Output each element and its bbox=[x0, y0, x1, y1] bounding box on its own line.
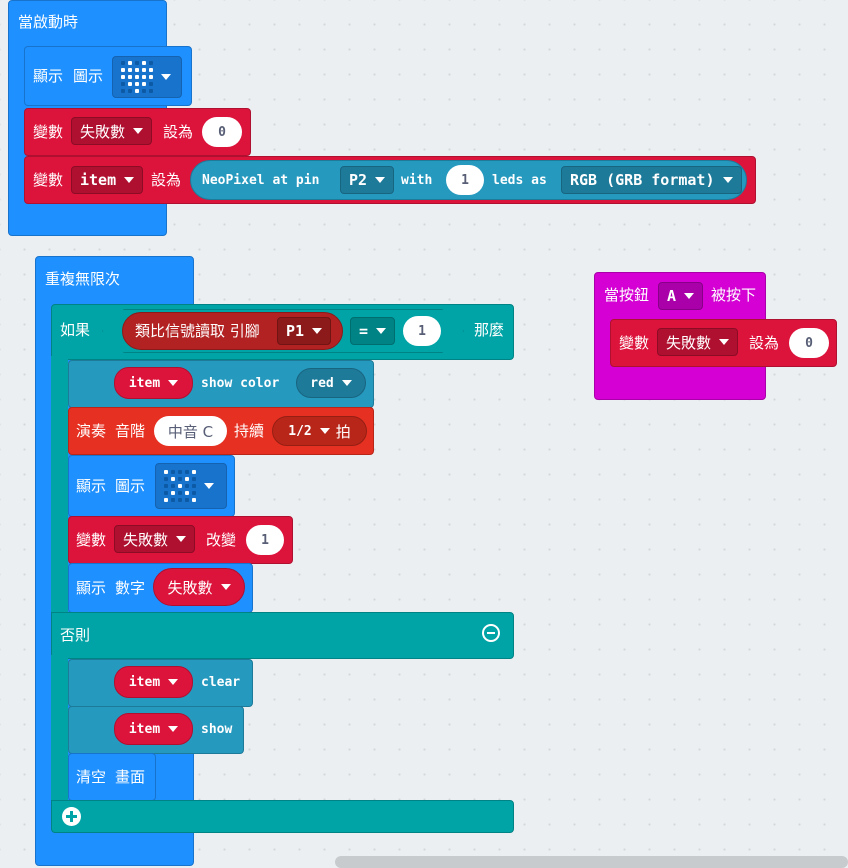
pin-dropdown[interactable]: P1 bbox=[277, 317, 332, 345]
item-variable[interactable]: item bbox=[114, 666, 193, 698]
chevron-down-icon bbox=[168, 726, 179, 732]
clear-screen-block[interactable] bbox=[68, 753, 156, 801]
show-label: 顯示 bbox=[76, 477, 107, 495]
button-dropdown[interactable]: A bbox=[658, 282, 704, 310]
add-else-icon[interactable] bbox=[62, 807, 81, 826]
variable-name: item bbox=[128, 721, 161, 737]
note-input[interactable]: 中音 C bbox=[154, 416, 227, 446]
neopixel-label: NeoPixel at pin bbox=[202, 173, 320, 188]
chevron-down-icon bbox=[375, 177, 386, 183]
then-label: 那麼 bbox=[474, 321, 505, 339]
icon-label: 圖示 bbox=[115, 477, 146, 495]
screen-label: 畫面 bbox=[115, 768, 146, 786]
variable-name: 失敗數 bbox=[167, 578, 213, 597]
beat-dropdown[interactable]: 1/2 拍 bbox=[272, 416, 367, 446]
chevron-down-icon bbox=[376, 328, 387, 334]
chevron-down-icon bbox=[133, 128, 144, 134]
variable-name: 失敗數 bbox=[80, 122, 126, 141]
horizontal-scrollbar[interactable] bbox=[335, 856, 848, 868]
set-label: 設為 bbox=[749, 334, 780, 352]
note-label: 音階 bbox=[115, 422, 146, 440]
variable-dropdown[interactable]: 失敗數 bbox=[71, 117, 153, 145]
item-variable[interactable]: item bbox=[114, 713, 193, 745]
show-color-label: show color bbox=[201, 376, 280, 391]
variable-label: 變數 bbox=[33, 171, 64, 189]
on-start-label: 當啟動時 bbox=[18, 13, 79, 31]
clear-label: 清空 bbox=[76, 768, 107, 786]
play-label: 演奏 bbox=[76, 422, 107, 440]
else-block bbox=[51, 612, 514, 659]
variable-name: item bbox=[128, 674, 161, 690]
chevron-down-icon bbox=[684, 293, 695, 299]
number-label: 數字 bbox=[115, 579, 146, 597]
variable-dropdown[interactable]: 失敗數 bbox=[657, 328, 739, 356]
led-count-input[interactable]: 1 bbox=[446, 165, 484, 195]
change-label: 改變 bbox=[206, 531, 237, 549]
set-label: 設為 bbox=[151, 171, 182, 189]
if-label: 如果 bbox=[60, 321, 91, 339]
forever-label: 重複無限次 bbox=[45, 270, 121, 288]
variable-dropdown[interactable]: 失敗數 bbox=[114, 525, 196, 553]
show-label: 顯示 bbox=[76, 579, 107, 597]
pin-value: P1 bbox=[286, 322, 305, 340]
chevron-down-icon bbox=[168, 380, 179, 386]
variable-name: item bbox=[80, 171, 117, 189]
variable-reporter[interactable]: 失敗數 bbox=[153, 568, 245, 606]
chevron-down-icon bbox=[168, 679, 179, 685]
chevron-down-icon bbox=[176, 536, 187, 542]
operator-dropdown[interactable]: = bbox=[350, 317, 396, 345]
pin-dropdown[interactable]: P2 bbox=[340, 166, 395, 194]
item-dropdown[interactable]: item bbox=[71, 166, 144, 194]
with-label: with bbox=[401, 173, 433, 188]
variable-label: 變數 bbox=[619, 334, 650, 352]
color-value: red bbox=[310, 375, 334, 391]
if-footer bbox=[51, 800, 514, 833]
beat-unit-label: 拍 bbox=[335, 422, 351, 441]
chevron-down-icon bbox=[719, 339, 730, 345]
chevron-down-icon bbox=[319, 428, 330, 434]
format-value: RGB (GRB format) bbox=[570, 171, 715, 189]
color-dropdown[interactable]: red bbox=[296, 368, 366, 398]
icon-dropdown[interactable] bbox=[155, 463, 227, 509]
variable-label: 變數 bbox=[33, 123, 64, 141]
pin-value: P2 bbox=[349, 171, 368, 189]
variable-name: 失敗數 bbox=[123, 530, 169, 549]
chevron-down-icon bbox=[341, 380, 352, 386]
show-label: 顯示 bbox=[33, 67, 64, 85]
heart-icon bbox=[121, 61, 153, 93]
icon-label: 圖示 bbox=[73, 67, 104, 85]
value-input[interactable]: 0 bbox=[789, 328, 829, 358]
set-label: 設為 bbox=[163, 123, 194, 141]
duration-label: 持續 bbox=[234, 422, 265, 440]
chevron-down-icon bbox=[161, 74, 171, 80]
icon-dropdown[interactable] bbox=[112, 56, 182, 98]
variable-name: item bbox=[128, 375, 161, 391]
leds-as-label: leds as bbox=[492, 173, 547, 188]
variable-name: 失敗數 bbox=[666, 333, 712, 352]
analog-read-label: 類比信號讀取 引腳 bbox=[135, 322, 260, 340]
pressed-label: 被按下 bbox=[711, 286, 757, 304]
chevron-down-icon bbox=[220, 584, 231, 590]
remove-else-icon[interactable] bbox=[482, 624, 500, 642]
compare-value-input[interactable]: 1 bbox=[403, 316, 441, 346]
chevron-down-icon bbox=[204, 483, 214, 489]
change-value-input[interactable]: 1 bbox=[246, 525, 284, 555]
note-value: 中音 C bbox=[167, 422, 214, 441]
button-value: A bbox=[667, 287, 677, 305]
on-button-label: 當按鈕 bbox=[604, 286, 650, 304]
value-input[interactable]: 0 bbox=[202, 117, 242, 147]
chevron-down-icon bbox=[124, 177, 135, 183]
beat-value: 1/2 bbox=[288, 423, 312, 439]
else-label: 否則 bbox=[60, 626, 91, 644]
variable-label: 變數 bbox=[76, 531, 107, 549]
format-dropdown[interactable]: RGB (GRB format) bbox=[561, 166, 742, 194]
operator-value: = bbox=[359, 322, 369, 340]
item-variable[interactable]: item bbox=[114, 367, 193, 399]
chevron-down-icon bbox=[722, 177, 733, 183]
x-icon bbox=[164, 470, 196, 502]
chevron-down-icon bbox=[312, 328, 323, 334]
show-label: show bbox=[201, 722, 233, 737]
clear-label: clear bbox=[201, 675, 241, 690]
